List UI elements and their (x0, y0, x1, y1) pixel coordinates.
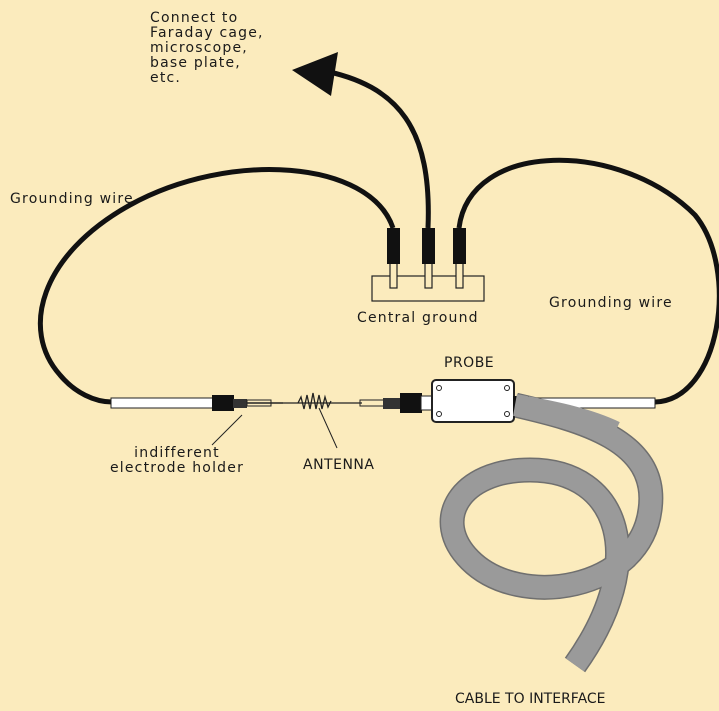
probe-screw-icon (504, 385, 510, 391)
interface-cable-overlay (513, 394, 620, 442)
plug-pin-right (455, 261, 464, 289)
probe-screw-icon (436, 385, 442, 391)
connect-label: Connect to Faraday cage, microscope, bas… (150, 11, 264, 86)
connect-label-line-3: microscope, (150, 40, 248, 56)
probe-connector-cap (400, 393, 422, 413)
probe-pin-body (359, 399, 385, 407)
plug-pin-left (389, 261, 398, 289)
grounding-wire-right-label: Grounding wire (549, 295, 673, 311)
electrode-holder-pin-body (246, 399, 272, 407)
plug-body-left (387, 228, 400, 264)
antenna-coil (297, 392, 332, 410)
grounding-wire-left (37, 167, 396, 405)
probe-screw-icon (436, 411, 442, 417)
probe-box (431, 379, 515, 423)
holder-label-line-2: electrode holder (109, 460, 245, 476)
grounding-wire-left-label: Grounding wire (10, 191, 134, 207)
interface-cable (441, 394, 662, 672)
holder-label: indifferent electrode holder (82, 446, 272, 476)
antenna-pointer-line (318, 407, 338, 449)
connect-label-line-1: Connect to (150, 10, 239, 26)
electrode-holder-collar (233, 399, 247, 408)
plug-body-right (453, 228, 466, 264)
holder-pointer-line (211, 414, 243, 446)
electrode-holder-tube (110, 397, 214, 409)
connect-arrow-icon (292, 52, 338, 96)
plug-body-middle (422, 228, 435, 264)
electrode-holder-cap (212, 395, 234, 411)
connect-label-line-4: base plate, (150, 55, 241, 71)
cable-to-interface-label: CABLE TO INTERFACE (455, 691, 606, 707)
probe-label: PROBE (444, 355, 495, 371)
probe-screw-icon (504, 411, 510, 417)
antenna-label: ANTENNA (303, 457, 375, 473)
central-ground-label: Central ground (357, 310, 479, 326)
probe-connector-collar (383, 398, 401, 409)
grounding-wire-right (456, 157, 719, 405)
connect-label-line-5: etc. (150, 70, 182, 86)
connect-label-line-2: Faraday cage, (150, 25, 264, 41)
plug-pin-middle (424, 261, 433, 289)
connect-wire (319, 67, 431, 229)
holder-label-line-1: indifferent (134, 445, 220, 461)
